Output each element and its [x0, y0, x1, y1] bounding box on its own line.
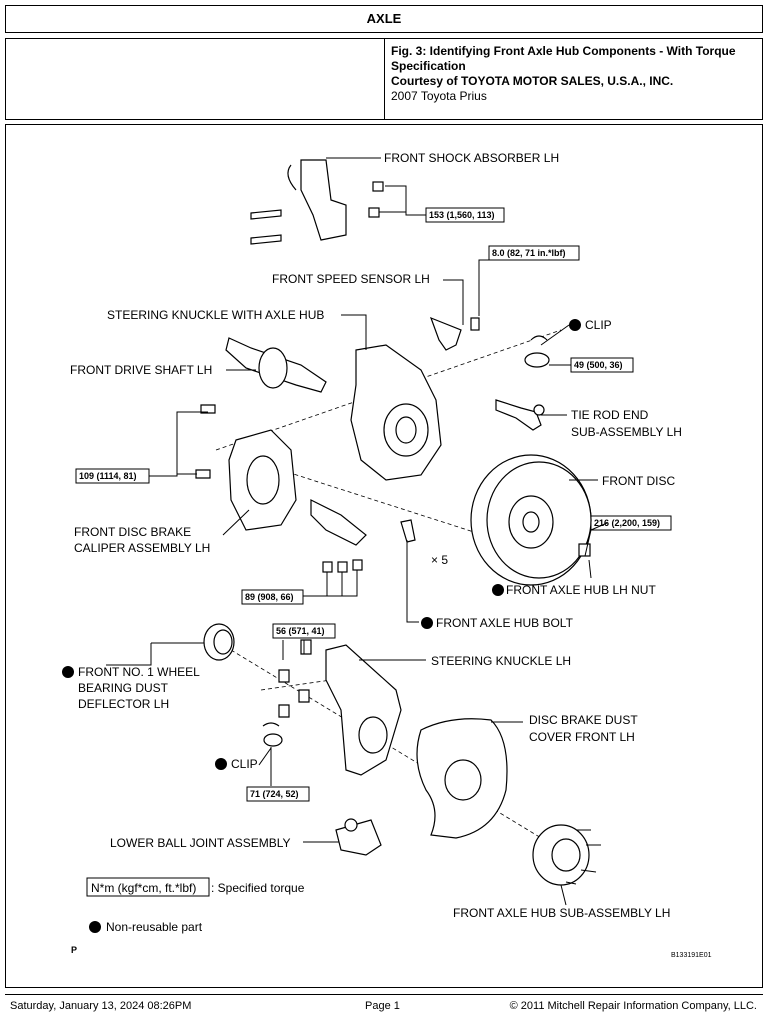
section-title-text: AXLE [366, 11, 402, 26]
label-hub-nut: FRONT AXLE HUB LH NUT [506, 583, 656, 597]
label-deflector-3: DEFLECTOR LH [78, 697, 169, 711]
label-caliper-1: FRONT DISC BRAKE [74, 525, 191, 539]
legend: N*m (kgf*cm, ft.*lbf) : Specified torque… [71, 877, 712, 959]
torque-89: 89 (908, 66) [245, 592, 294, 602]
torque-8: 8.0 (82, 71 in.*lbf) [492, 248, 566, 258]
label-ball-joint: LOWER BALL JOINT ASSEMBLY [110, 836, 291, 850]
label-deflector-1: FRONT NO. 1 WHEEL [78, 665, 200, 679]
lower-ball-joint-part [335, 818, 382, 856]
caption-divider [384, 39, 385, 119]
label-clip-bottom: CLIP [231, 757, 258, 771]
figure-frame: 153 (1,560, 113) 8.0 (82, 71 in.*lbf) 49… [5, 124, 763, 988]
footer-copyright: © 2011 Mitchell Repair Information Compa… [509, 1000, 757, 1012]
caliper-part [195, 404, 297, 531]
label-tie-rod-2: SUB-ASSEMBLY LH [571, 425, 682, 439]
ball-joint-nut-part [262, 722, 283, 747]
figure-courtesy: Courtesy of TOYOTA MOTOR SALES, U.S.A., … [391, 74, 674, 88]
nonreusable-dot [569, 319, 581, 331]
corner-mark: P [71, 945, 77, 955]
torque-109: 109 (1114, 81) [79, 471, 137, 481]
hub-sub-assembly-part [532, 824, 601, 886]
label-hub-sub: FRONT AXLE HUB SUB-ASSEMBLY LH [453, 906, 670, 920]
label-drive-shaft: FRONT DRIVE SHAFT LH [70, 363, 212, 377]
label-knuckle: STEERING KNUCKLE LH [431, 654, 571, 668]
figure-title: Fig. 3: Identifying Front Axle Hub Compo… [391, 44, 736, 73]
legend-box [86, 877, 210, 897]
label-front-disc: FRONT DISC [602, 474, 675, 488]
footer-page: Page 1 [365, 1000, 400, 1012]
label-tie-rod-1: TIE ROD END [571, 408, 649, 422]
axle-hub-diagram: 153 (1,560, 113) 8.0 (82, 71 in.*lbf) 49… [62, 151, 712, 959]
footer-datetime: Saturday, January 13, 2024 08:26PM [10, 1000, 192, 1012]
speed-sensor-part [429, 316, 480, 351]
legend-torque-text: : Specified torque [211, 881, 305, 895]
nonreusable-dot [215, 758, 227, 770]
label-dust-cover-1: DISC BRAKE DUST [529, 713, 638, 727]
label-dust-cover-2: COVER FRONT LH [529, 730, 635, 744]
torque-56: 56 (571, 41) [276, 626, 325, 636]
front-disc-part [470, 454, 592, 586]
torque-216: 216 (2,200, 159) [594, 518, 660, 528]
dust-cover-part [416, 718, 508, 839]
page-footer: Saturday, January 13, 2024 08:26PM Page … [5, 994, 763, 1019]
vehicle-name: 2007 Toyota Prius [391, 89, 487, 103]
dust-deflector-part [203, 623, 235, 661]
label-caliper-2: CALIPER ASSEMBLY LH [74, 541, 210, 555]
figure-caption: Fig. 3: Identifying Front Axle Hub Compo… [391, 44, 756, 104]
legend-nonreusable-text: Non-reusable part [106, 920, 203, 934]
label-shock-absorber: FRONT SHOCK ABSORBER LH [384, 151, 559, 165]
legend-units: N*m (kgf*cm, ft.*lbf) [91, 881, 196, 895]
leader-lines [106, 157, 608, 906]
drive-shaft-part [225, 337, 327, 393]
knuckle-with-hub-part [350, 344, 442, 481]
torque-71: 71 (724, 52) [250, 789, 299, 799]
label-speed-sensor: FRONT SPEED SENSOR LH [272, 272, 430, 286]
nonreusable-dot [62, 666, 74, 678]
part-labels: FRONT SHOCK ABSORBER LH FRONT SPEED SENS… [70, 151, 682, 920]
assembly-axis [260, 679, 332, 691]
nonreusable-dot [421, 617, 433, 629]
tie-rod-nut-part [524, 335, 550, 368]
steering-knuckle-part [278, 639, 402, 776]
legend-dot [89, 921, 101, 933]
shock-absorber-part [250, 159, 384, 245]
label-hub-bolt: FRONT AXLE HUB BOLT [436, 616, 574, 630]
nonreusable-dot [492, 584, 504, 596]
tie-rod-end-part [495, 399, 545, 431]
lower-bracket-part [310, 499, 416, 573]
figure-caption-box: Fig. 3: Identifying Front Axle Hub Compo… [5, 38, 763, 120]
label-knuckle-hub: STEERING KNUCKLE WITH AXLE HUB [107, 308, 324, 322]
torque-boxes: 153 (1,560, 113) 8.0 (82, 71 in.*lbf) 49… [75, 207, 672, 802]
label-deflector-2: BEARING DUST [78, 681, 169, 695]
torque-49: 49 (500, 36) [574, 360, 623, 370]
section-title: AXLE [5, 5, 763, 33]
illustration-code: B133191E01 [671, 952, 712, 959]
label-clip-top: CLIP [585, 318, 612, 332]
non-reusable-markers [62, 319, 581, 933]
assembly-axis [230, 649, 562, 851]
torque-153: 153 (1,560, 113) [429, 210, 495, 220]
label-times5: × 5 [431, 553, 448, 567]
